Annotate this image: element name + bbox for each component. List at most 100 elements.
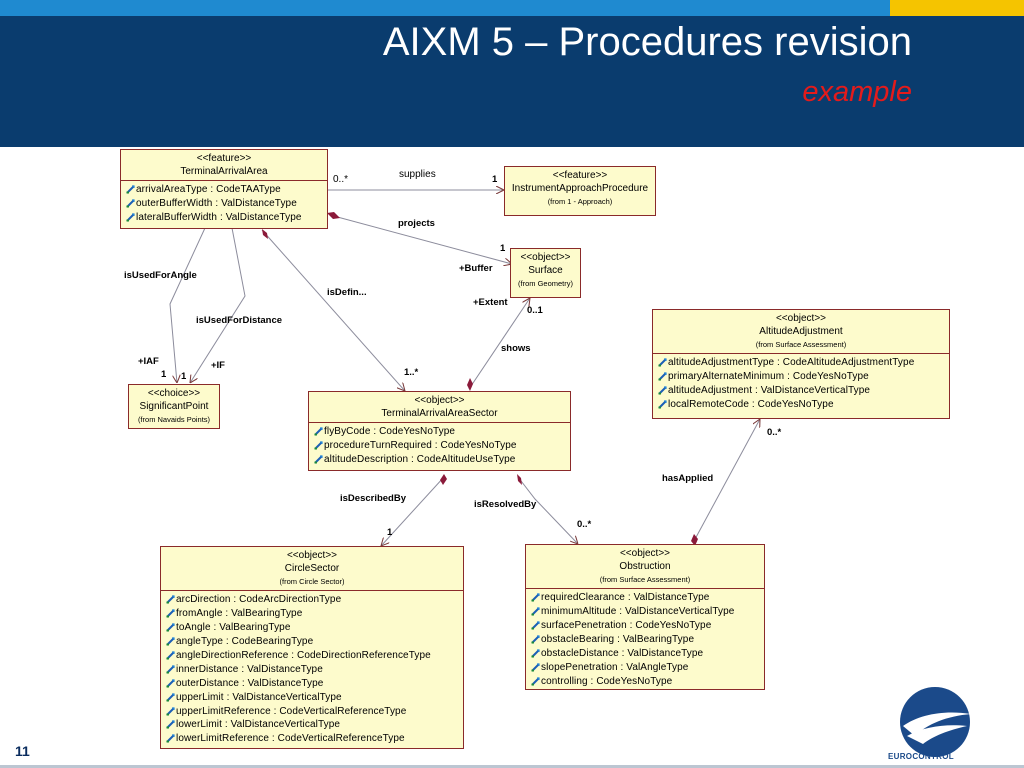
class-surface[interactable]: <<object>>Surface(from Geometry) <box>510 248 581 298</box>
class-attributes: arrivalAreaType : CodeTAAType outerBuffer… <box>121 180 327 227</box>
attribute-row[interactable]: lowerLimit : ValDistanceVerticalType <box>166 718 463 732</box>
attribute-row[interactable]: slopePenetration : ValAngleType <box>531 660 764 674</box>
public-attribute-icon <box>166 637 175 646</box>
class-significant-point[interactable]: <<choice>>SignificantPoint(from Navaids … <box>128 384 220 429</box>
is-used-for-distance-connector <box>190 227 246 383</box>
attribute-row[interactable]: controlling : CodeYesNoType <box>531 674 764 688</box>
attribute-row[interactable]: flyByCode : CodeYesNoType <box>314 425 570 439</box>
class-name: InstrumentApproachProcedure <box>511 183 649 194</box>
attribute-row[interactable]: angleDirectionReference : CodeDirectionR… <box>166 649 463 663</box>
is-resolved-by-mult: 0..* <box>577 519 592 530</box>
slide-bottom-line <box>0 765 1024 768</box>
attribute-row[interactable]: minimumAltitude : ValDistanceVerticalTyp… <box>531 605 764 619</box>
attribute-row[interactable]: altitudeAdjustment : ValDistanceVertical… <box>658 384 949 398</box>
attribute-row[interactable]: primaryAlternateMinimum : CodeYesNoType <box>658 370 949 384</box>
attribute-row[interactable]: procedureTurnRequired : CodeYesNoType <box>314 439 570 453</box>
class-stereotype: <<feature>> <box>552 170 608 181</box>
slide-header <box>0 16 1024 147</box>
public-attribute-icon <box>658 386 667 395</box>
attribute-row[interactable]: outerDistance : ValDistanceType <box>166 676 463 690</box>
public-attribute-icon <box>126 185 135 195</box>
attribute-row[interactable]: upperLimit : ValDistanceVerticalType <box>166 690 463 704</box>
attribute-row[interactable]: lowerLimitReference : CodeVerticalRefere… <box>166 732 463 746</box>
slide-subtitle: example <box>802 76 912 108</box>
is-described-by-mult: 1 <box>387 527 393 538</box>
class-stereotype: <<choice>> <box>147 388 201 399</box>
attribute-text: arrivalAreaType : CodeTAAType <box>136 184 281 196</box>
attribute-row[interactable]: upperLimitReference : CodeVerticalRefere… <box>166 704 463 718</box>
class-name: CircleSector <box>284 563 340 574</box>
class-name: TerminalArrivalAreaSector <box>381 408 498 419</box>
attribute-text: requiredClearance : ValDistanceType <box>541 592 710 604</box>
eurocontrol-logo-icon <box>900 687 971 757</box>
has-applied-aggregation-diamond <box>691 534 698 546</box>
class-name: Obstruction <box>619 561 671 572</box>
attribute-row[interactable]: angleType : CodeBearingType <box>166 635 463 649</box>
iaf-role-label: +IAF <box>138 356 159 367</box>
public-attribute-icon <box>166 609 175 619</box>
attribute-text: upperLimitReference : CodeVerticalRefere… <box>176 705 407 717</box>
public-attribute-icon <box>166 720 175 730</box>
is-resolved-by-label: isResolvedBy <box>474 499 537 510</box>
attribute-row[interactable]: arrivalAreaType : CodeTAAType <box>126 183 327 197</box>
is-resolved-by-connector <box>517 476 578 544</box>
public-attribute-icon <box>531 677 540 686</box>
attribute-row[interactable]: obstacleDistance : ValDistanceType <box>531 647 764 661</box>
iaf-mult: 1 <box>161 369 167 380</box>
class-package: (from Navaids Points) <box>137 415 211 424</box>
class-altitude-adjustment[interactable]: <<object>>AltitudeAdjustment(from Surfac… <box>652 309 950 419</box>
public-attribute-icon <box>531 635 540 644</box>
class-package: (from Circle Sector) <box>279 577 345 586</box>
public-attribute-icon <box>166 665 175 674</box>
attribute-text: angleType : CodeBearingType <box>176 636 314 648</box>
attribute-row[interactable]: lateralBufferWidth : ValDistanceType <box>126 211 327 225</box>
class-circle-sector[interactable]: <<object>> CircleSector (from Circle Secto… <box>160 546 464 749</box>
public-attribute-icon <box>658 372 667 382</box>
public-attribute-icon <box>314 455 323 464</box>
public-attribute-icon <box>531 593 540 603</box>
top-accent-strip-yellow <box>890 0 1024 16</box>
class-package: (from Geometry) <box>517 279 573 288</box>
attribute-text: primaryAlternateMinimum : CodeYesNoType <box>668 371 869 383</box>
attribute-row[interactable]: arcDirection : CodeArcDirectionType <box>166 593 463 607</box>
attribute-row[interactable]: requiredClearance : ValDistanceType <box>531 591 764 605</box>
attribute-text: toAngle : ValBearingType <box>176 622 291 634</box>
attribute-row[interactable]: altitudeDescription : CodeAltitudeUseTyp… <box>314 453 570 467</box>
attribute-text: outerBufferWidth : ValDistanceType <box>136 198 297 210</box>
class-stereotype: <<object>> <box>286 550 338 561</box>
attribute-row[interactable]: innerDistance : ValDistanceType <box>166 662 463 676</box>
attribute-row[interactable]: toAngle : ValBearingType <box>166 621 463 635</box>
class-instrument-approach-procedure[interactable]: <<feature>>InstrumentApproachProcedure(f… <box>504 166 656 216</box>
public-attribute-icon <box>658 358 667 368</box>
attribute-row[interactable]: surfacePenetration : CodeYesNoType <box>531 619 764 633</box>
attribute-row[interactable]: outerBufferWidth : ValDistanceType <box>126 197 327 211</box>
top-accent-strip <box>0 0 890 16</box>
attribute-text: localRemoteCode : CodeYesNoType <box>668 399 834 411</box>
attribute-row[interactable]: localRemoteCode : CodeYesNoType <box>658 398 949 412</box>
attribute-text: fromAngle : ValBearingType <box>176 608 303 620</box>
attribute-text: lowerLimitReference : CodeVerticalRefere… <box>176 733 405 745</box>
class-header: <<object>>Surface(from Geometry) <box>511 249 580 292</box>
projects-mult: 1 <box>500 243 506 254</box>
extent-role-label: +Extent <box>473 297 508 308</box>
projects-label: projects <box>398 218 435 229</box>
attribute-text: slopePenetration : ValAngleType <box>541 661 689 673</box>
public-attribute-icon <box>314 441 323 451</box>
attribute-row[interactable]: altitudeAdjustmentType : CodeAltitudeAdj… <box>658 356 949 370</box>
attribute-row[interactable]: obstacleBearing : ValBearingType <box>531 633 764 647</box>
has-applied-mult: 0..* <box>767 427 782 438</box>
class-obstruction[interactable]: <<object>>Obstruction(from Surface Asses… <box>525 544 765 690</box>
attribute-text: arcDirection : CodeArcDirectionType <box>176 594 342 606</box>
attribute-text: lateralBufferWidth : ValDistanceType <box>136 212 302 224</box>
attribute-text: lowerLimit : ValDistanceVerticalType <box>176 719 341 731</box>
public-attribute-icon <box>314 427 323 437</box>
is-described-by-aggregation-diamond <box>440 474 447 485</box>
attribute-row[interactable]: fromAngle : ValBearingType <box>166 607 463 621</box>
page-number: 11 <box>15 743 30 759</box>
public-attribute-icon <box>166 706 175 716</box>
attribute-text: altitudeAdjustmentType : CodeAltitudeAdj… <box>668 357 915 369</box>
is-defin-label: isDefin... <box>327 287 367 298</box>
